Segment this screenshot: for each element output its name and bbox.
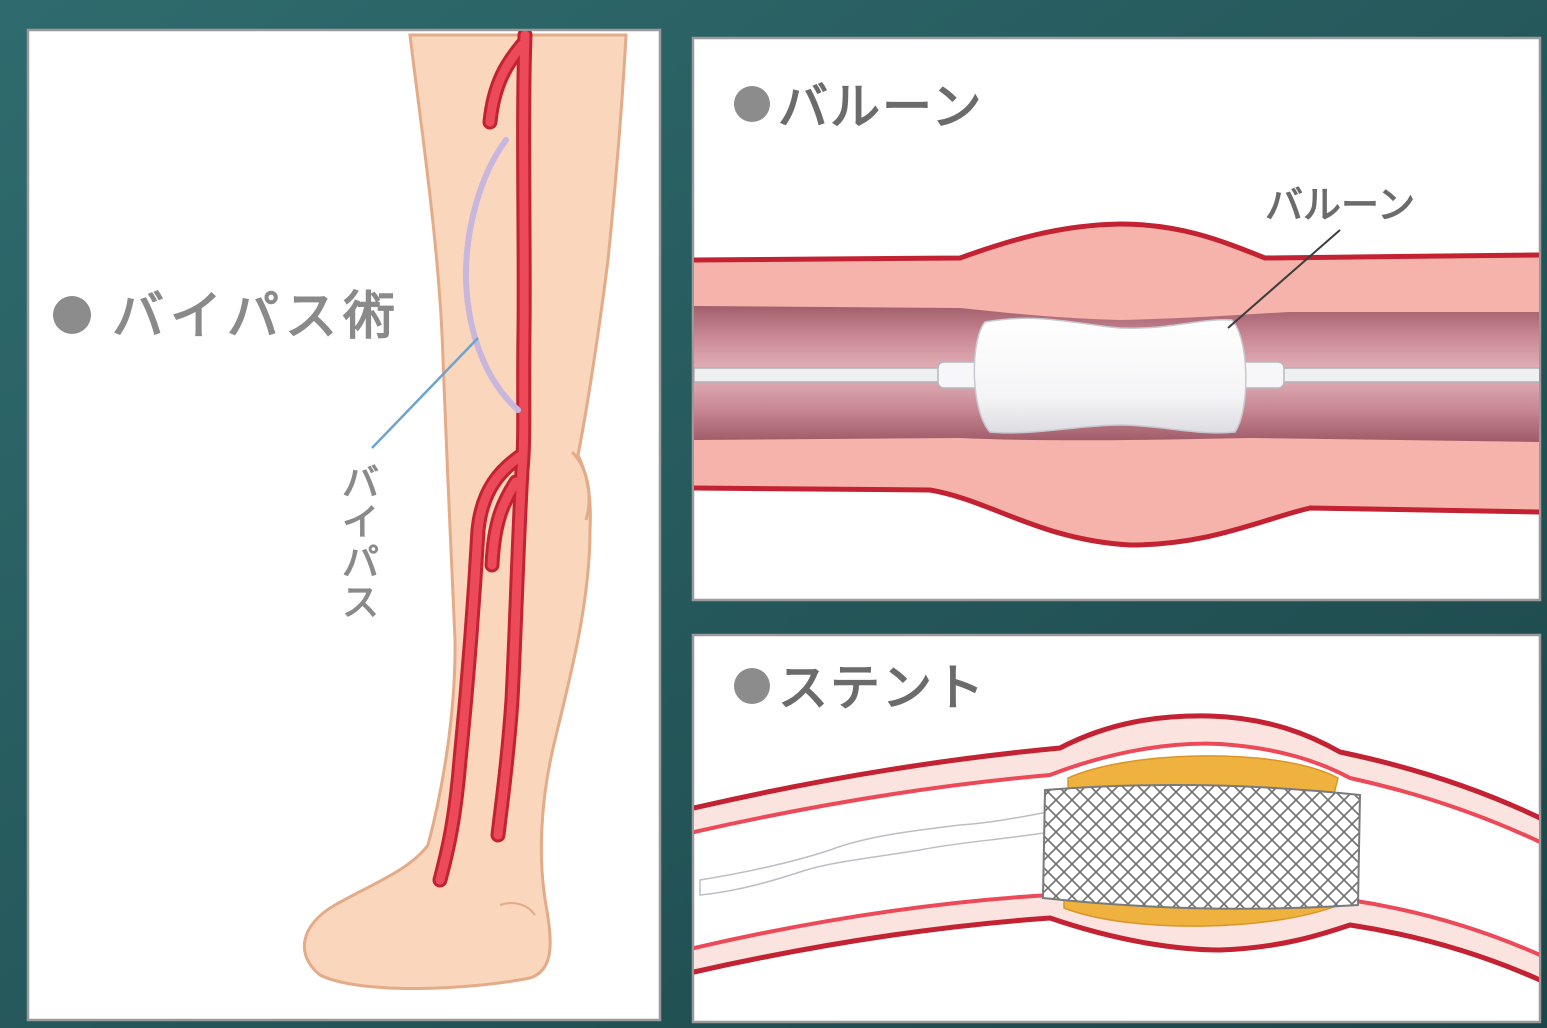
balloon-title: バルーン xyxy=(778,78,984,136)
bullet-icon xyxy=(53,296,91,334)
bypass-title: バイパス術 xyxy=(112,287,401,347)
panel-bypass: バイパス術 バイパス xyxy=(28,30,660,1020)
panel-balloon: バルーン バルーン xyxy=(693,38,1540,600)
stent-title: ステント xyxy=(778,659,986,717)
balloon xyxy=(974,318,1246,433)
bypass-callout: バイパス xyxy=(335,462,379,622)
panel-stent: ステント xyxy=(693,635,1540,1022)
bullet-icon xyxy=(734,86,770,122)
stent xyxy=(1043,785,1360,909)
bullet-icon xyxy=(734,668,770,704)
balloon-callout: バルーン xyxy=(1265,183,1415,227)
